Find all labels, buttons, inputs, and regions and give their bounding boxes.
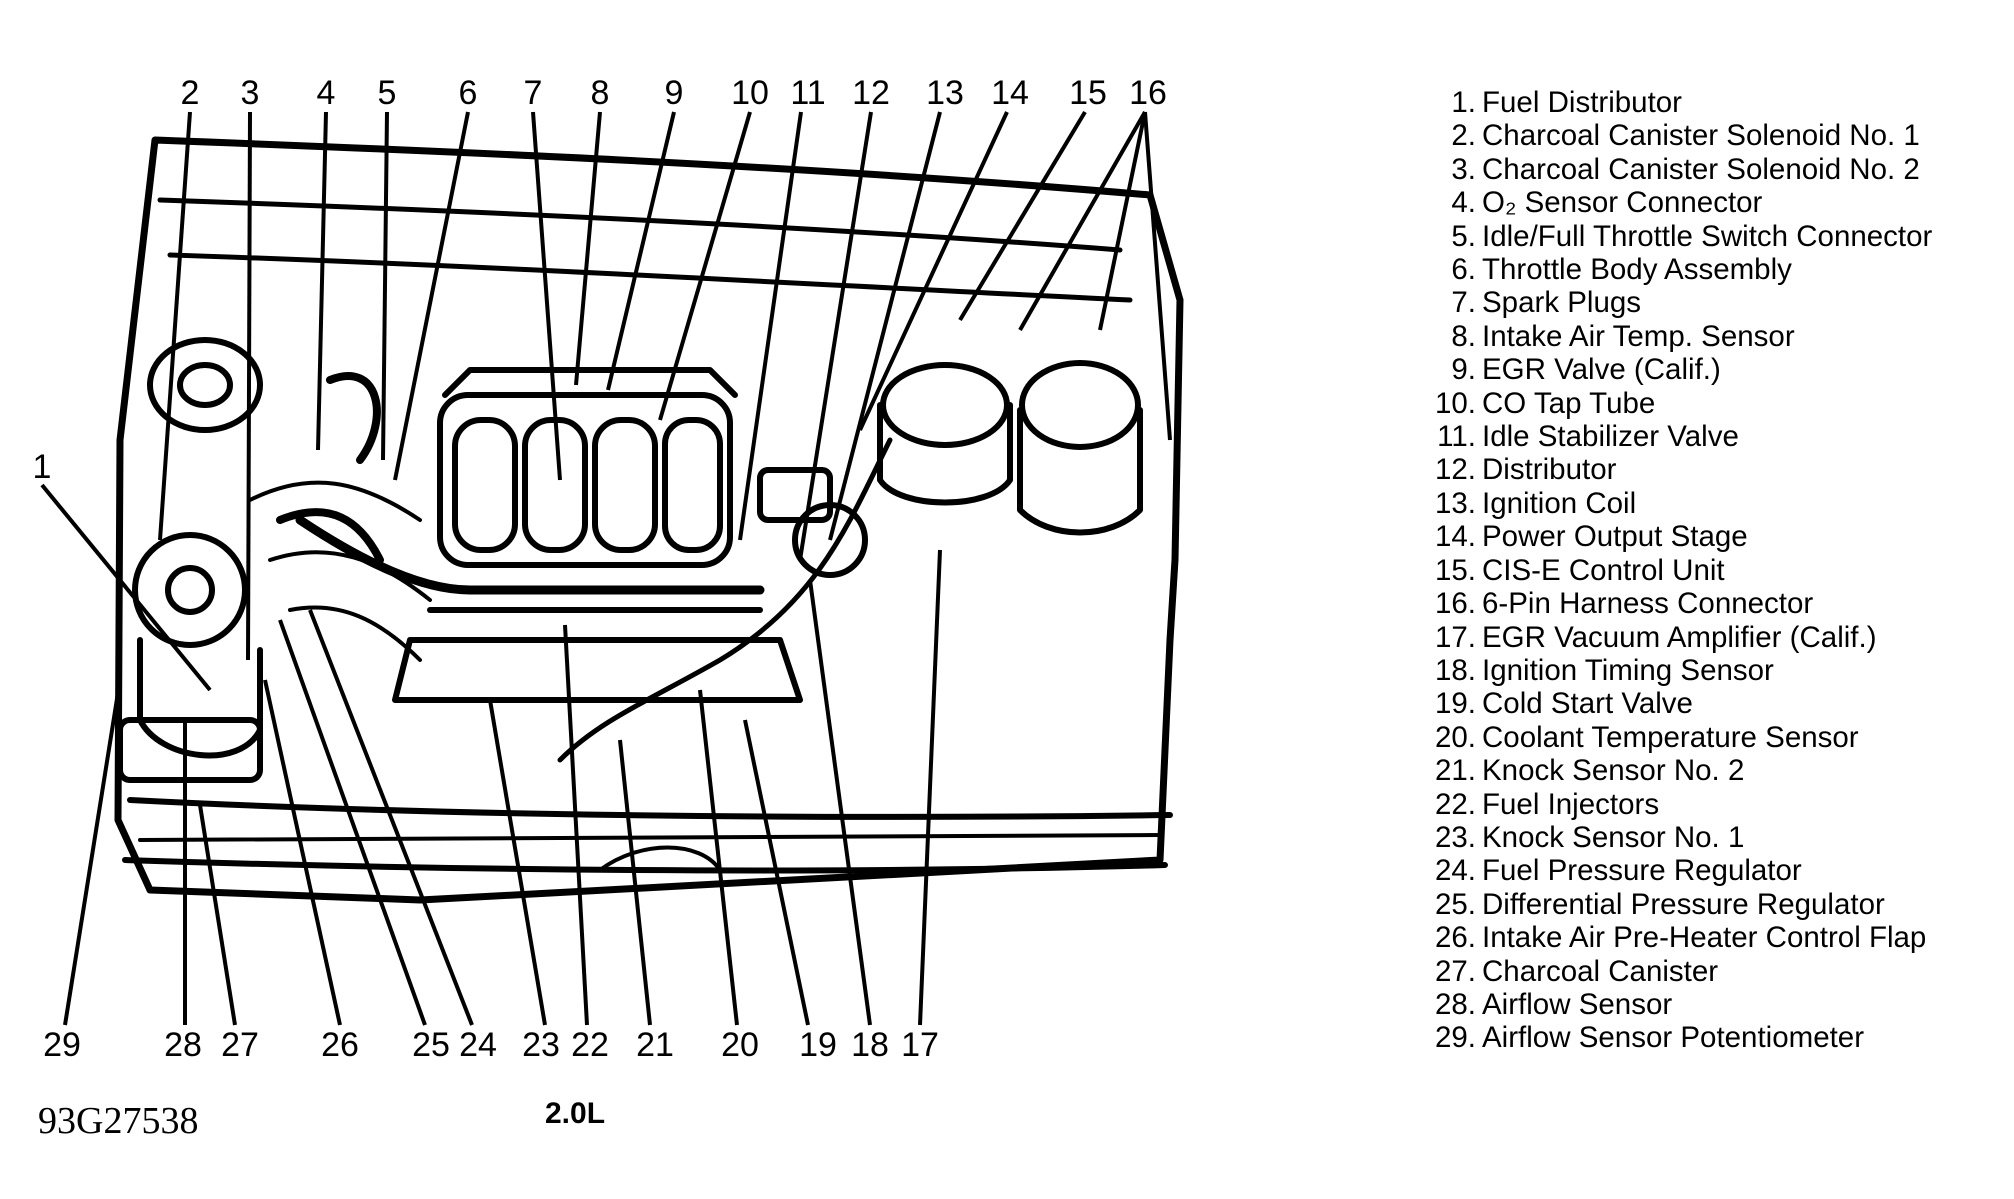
engine-illustration (114, 136, 1184, 904)
callout-14: 14 (991, 74, 1029, 112)
legend-item: 3.Charcoal Canister Solenoid No. 2 (1451, 152, 1920, 186)
fuel-distributor-assembly (117, 532, 263, 783)
vacuum-hose (557, 437, 893, 763)
callout-24: 24 (459, 1026, 497, 1064)
legend-item: 5.Idle/Full Throttle Switch Connector (1451, 219, 1933, 253)
callout-5: 5 (378, 74, 397, 112)
legend-item: 21.Knock Sensor No. 2 (1434, 754, 1745, 788)
callout-26: 26 (321, 1026, 359, 1064)
parts-legend: 1.Fuel Distributor 2.Charcoal Canister S… (1420, 86, 2010, 1055)
legend-item: 10.CO Tap Tube (1434, 386, 1656, 420)
callout-4: 4 (317, 74, 336, 112)
legend-item: 12.Distributor (1434, 453, 1617, 487)
callout-9: 9 (665, 74, 684, 112)
callout-10: 10 (731, 74, 769, 112)
legend-item: 25.Differential Pressure Regulator (1434, 887, 1885, 921)
legend-item: 27.Charcoal Canister (1434, 954, 1719, 988)
wiring-harness (248, 480, 432, 662)
callout-7: 7 (524, 74, 543, 112)
callout-11: 11 (790, 74, 825, 112)
valve-cover (392, 637, 803, 703)
legend-item: 13.Ignition Coil (1434, 486, 1637, 520)
callout-3: 3 (241, 74, 260, 112)
cowl-outline (114, 136, 1184, 904)
callout-16: 16 (1129, 74, 1167, 112)
legend-item: 24.Fuel Pressure Regulator (1434, 854, 1802, 888)
fuel-rail (295, 515, 765, 595)
figure-id: 93G27538 (38, 1100, 198, 1142)
legend-item: 23.Knock Sensor No. 1 (1434, 820, 1745, 854)
callout-17: 17 (901, 1026, 939, 1064)
callout-15: 15 (1069, 74, 1107, 112)
callout-19: 19 (799, 1026, 837, 1064)
firewall (157, 197, 1133, 303)
callout-27: 27 (221, 1026, 259, 1064)
legend-item: 17.EGR Vacuum Amplifier (Calif.) (1434, 620, 1877, 654)
legend-item: 20.Coolant Temperature Sensor (1434, 720, 1859, 754)
callout-25: 25 (412, 1026, 450, 1064)
legend-item: 4.O₂ Sensor Connector (1451, 186, 1763, 220)
leader-lines (40, 110, 1172, 1026)
legend-item: 22.Fuel Injectors (1434, 787, 1660, 821)
legend-item: 7.Spark Plugs (1451, 286, 1642, 320)
callout-18: 18 (851, 1026, 889, 1064)
callout-13: 13 (926, 74, 964, 112)
legend-item: 18.Ignition Timing Sensor (1434, 653, 1774, 687)
legend-item: 19.Cold Start Valve (1434, 687, 1693, 721)
legend-item: 14.Power Output Stage (1434, 520, 1748, 554)
legend-item: 2.Charcoal Canister Solenoid No. 1 (1451, 119, 1920, 153)
legend-item: 15.CIS-E Control Unit (1434, 553, 1725, 587)
legend-item: 1.Fuel Distributor (1451, 86, 1683, 119)
legend-item: 28.Airflow Sensor (1434, 987, 1673, 1021)
callout-2: 2 (181, 74, 200, 112)
callout-22: 22 (571, 1026, 609, 1064)
air-duct (276, 372, 384, 564)
bottom-callouts: 29 28 27 26 25 24 23 22 21 20 19 18 17 (43, 1026, 939, 1064)
crossmember-detail (138, 833, 1162, 872)
callout-20: 20 (721, 1026, 759, 1064)
legend-item: 16.6-Pin Harness Connector (1434, 587, 1814, 621)
distributor-coil (757, 467, 868, 578)
legend-item: 9.EGR Valve (Calif.) (1451, 353, 1721, 387)
callout-28: 28 (164, 1026, 202, 1064)
callout-8: 8 (591, 74, 610, 112)
radiator-support (122, 797, 1173, 874)
top-callouts: 2 3 4 5 6 7 8 9 10 11 12 13 14 15 16 (181, 74, 1167, 112)
legend-item: 11.Idle Stabilizer Valve (1437, 420, 1739, 454)
legend-item: 26.Intake Air Pre-Heater Control Flap (1434, 921, 1927, 955)
callout-12: 12 (852, 74, 890, 112)
intake-manifold (437, 367, 738, 568)
legend-item: 29.Airflow Sensor Potentiometer (1434, 1021, 1865, 1055)
callout-6: 6 (459, 74, 478, 112)
callout-21: 21 (636, 1026, 674, 1064)
callout-29: 29 (43, 1026, 81, 1064)
callout-23: 23 (522, 1026, 560, 1064)
strut-tower-left (147, 337, 263, 433)
callout-1: 1 (33, 448, 52, 486)
diagram-caption: 2.0L (545, 1097, 605, 1130)
reservoirs (877, 360, 1143, 536)
legend-item: 8.Intake Air Temp. Sensor (1451, 319, 1795, 353)
legend-item: 6.Throttle Body Assembly (1451, 253, 1792, 287)
